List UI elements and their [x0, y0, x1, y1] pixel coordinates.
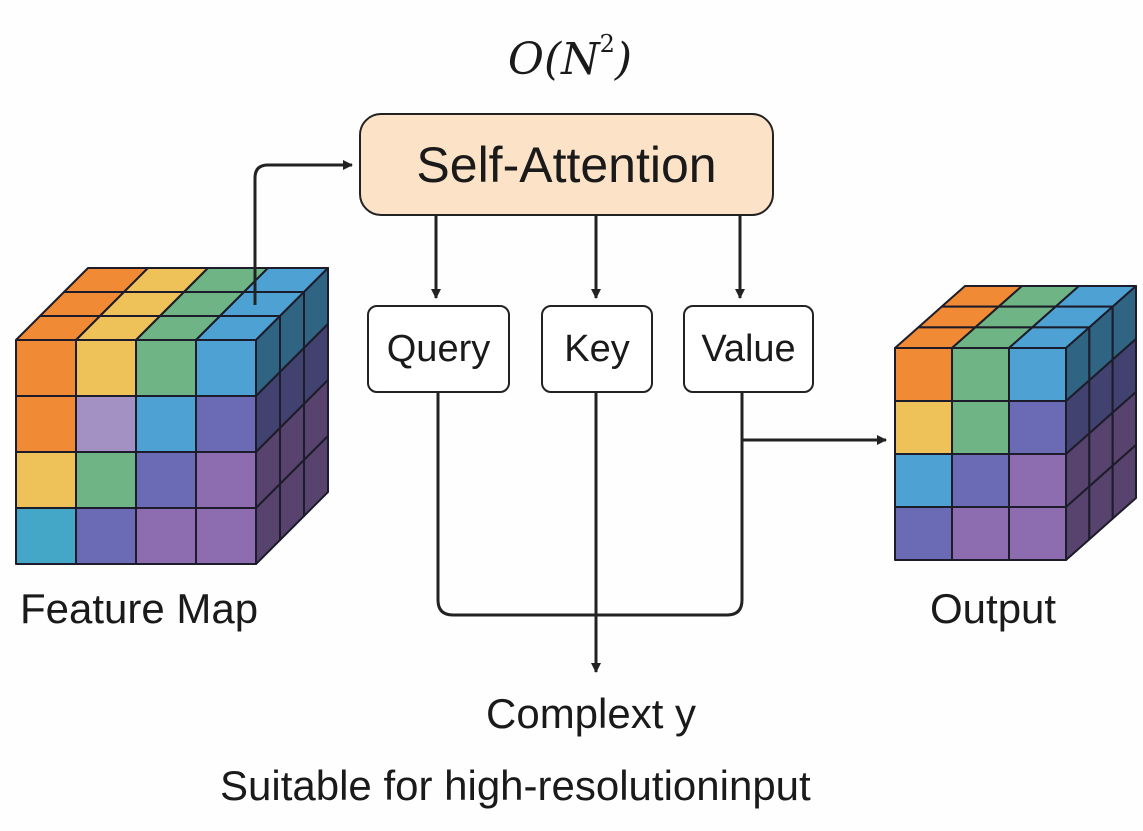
cube-side-cell [1111, 444, 1137, 520]
cube-front-cell [135, 395, 197, 453]
cube-front-cell [15, 339, 77, 397]
line-query-down [436, 393, 596, 617]
cube-front-cell [75, 339, 137, 397]
cube-front-cell [894, 347, 953, 402]
cube-side-cell [303, 435, 329, 517]
cube-front-cell [135, 339, 197, 397]
cube-front-cell [15, 451, 77, 509]
complexity-formula: O(N2) [507, 30, 633, 85]
suitability-note: Suitable for high-resolutioninput [220, 762, 811, 809]
cube-front-cell [951, 400, 1010, 455]
cube-front-cell [75, 395, 137, 453]
cube-front-cell [1008, 506, 1067, 561]
self-attention-node: Self-Attention [359, 113, 774, 216]
cube-front-cell [1008, 400, 1067, 455]
cube-front-cell [135, 451, 197, 509]
cube-front-cell [894, 453, 953, 508]
complexity-label: Complext y [486, 690, 697, 737]
cube-front-cell [15, 507, 77, 565]
output-label: Output [930, 585, 1057, 632]
key-node: Key [541, 305, 653, 393]
cube-front-cell [951, 347, 1010, 402]
cube-front-cell [135, 507, 197, 565]
cube-front-cell [195, 395, 257, 453]
query-label: Query [386, 327, 491, 370]
arrow-feature-map-to-self-attention [253, 160, 353, 305]
feature-map-label: Feature Map [20, 585, 259, 632]
cube-front-cell [1008, 347, 1067, 402]
cube-front-cell [15, 395, 77, 453]
cube-front-cell [894, 506, 953, 561]
cube-front-cell [75, 507, 137, 565]
feature-map-cube [15, 267, 329, 565]
output-cube [894, 285, 1137, 561]
connectors [253, 160, 887, 673]
query-node: Query [367, 305, 510, 393]
cube-front-cell [195, 451, 257, 509]
self-attention-label: Self-Attention [416, 136, 717, 193]
cube-front-cell [195, 507, 257, 565]
cube-front-cell [1008, 453, 1067, 508]
cube-front-cell [894, 400, 953, 455]
value-node: Value [683, 305, 814, 393]
key-label: Key [564, 327, 630, 370]
value-label: Value [701, 327, 796, 370]
cube-front-cell [951, 506, 1010, 561]
cube-front-cell [195, 339, 257, 397]
cube-front-cell [951, 453, 1010, 508]
line-value-down [596, 393, 744, 617]
cube-front-cell [75, 451, 137, 509]
